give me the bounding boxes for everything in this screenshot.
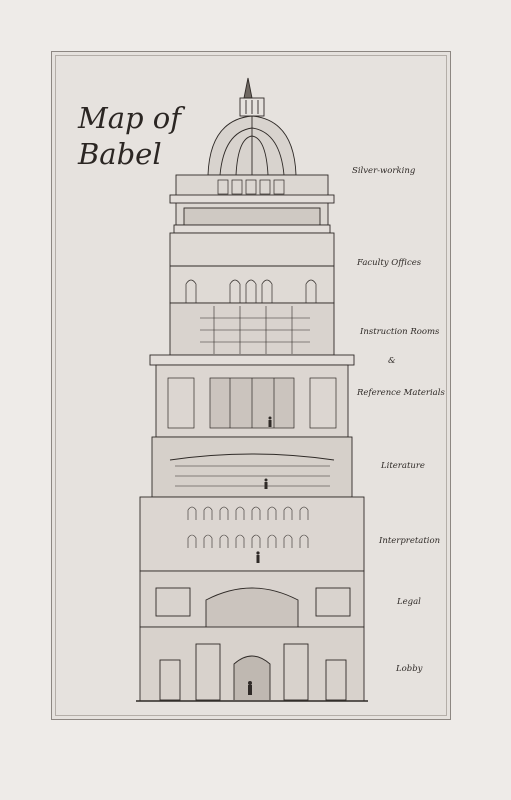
- map-title: Map of Babel: [78, 100, 198, 172]
- floor-label-instruction-rooms: Instruction Rooms: [360, 327, 440, 337]
- floor-label-ampersand: &: [388, 356, 396, 366]
- floor-label-faculty-offices: Faculty Offices: [357, 258, 422, 268]
- floor-label-silver-working: Silver-working: [352, 166, 416, 176]
- floor-label-interpretation: Interpretation: [379, 536, 441, 546]
- floor-label-lobby: Lobby: [396, 664, 423, 674]
- map-title-line1: Map of: [78, 101, 181, 135]
- map-title-line2: Babel: [78, 137, 162, 171]
- floor-label-literature: Literature: [381, 461, 425, 471]
- floor-label-reference-materials: Reference Materials: [357, 388, 445, 398]
- floor-label-legal: Legal: [397, 597, 421, 607]
